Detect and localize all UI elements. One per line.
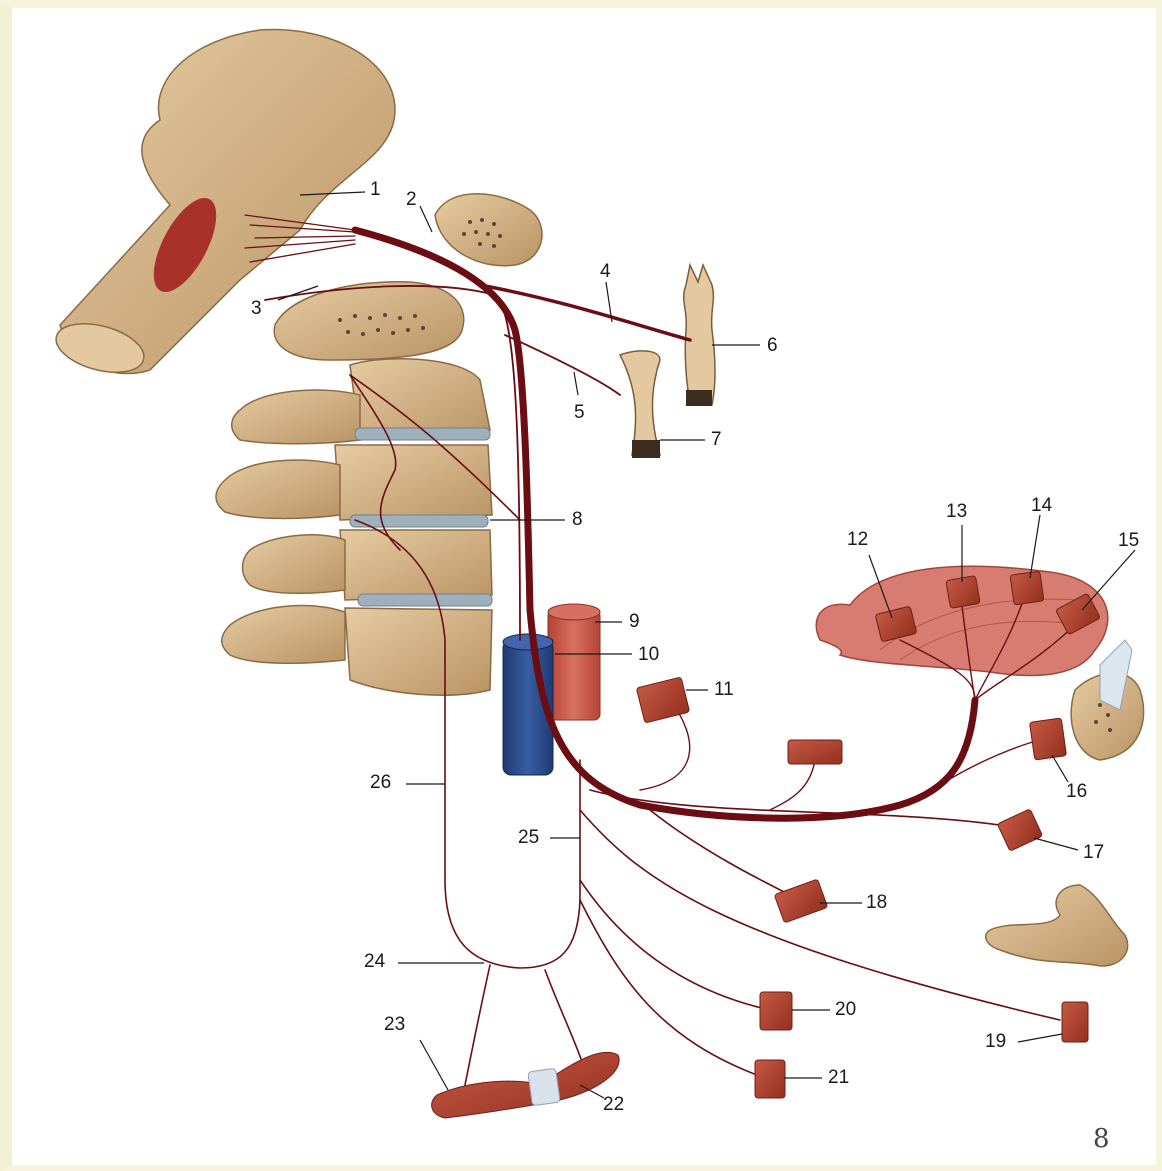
label-4: 4 xyxy=(600,262,611,281)
label-3: 3 xyxy=(251,299,262,318)
label-15: 15 xyxy=(1118,531,1139,550)
label-5: 5 xyxy=(574,403,585,422)
label-26: 26 xyxy=(370,773,391,792)
label-8: 8 xyxy=(572,510,583,529)
vessels xyxy=(503,604,600,775)
larynx-structures xyxy=(620,265,715,458)
vertebral-column xyxy=(216,282,492,695)
skull-base-fragment xyxy=(435,194,542,266)
slide-number: 8 xyxy=(1093,1124,1110,1154)
label-23: 23 xyxy=(384,1015,405,1034)
label-2: 2 xyxy=(406,190,417,209)
label-14: 14 xyxy=(1031,496,1052,515)
label-25: 25 xyxy=(518,828,539,847)
label-20: 20 xyxy=(835,1000,856,1019)
label-24: 24 xyxy=(364,952,385,971)
label-10: 10 xyxy=(638,645,659,664)
hyoid-bone xyxy=(986,885,1128,966)
label-11: 11 xyxy=(714,680,734,699)
label-9: 9 xyxy=(629,612,640,631)
label-18: 18 xyxy=(866,893,887,912)
label-6: 6 xyxy=(767,336,778,355)
label-13: 13 xyxy=(946,502,967,521)
label-17: 17 xyxy=(1083,843,1104,862)
label-21: 21 xyxy=(828,1068,849,1087)
label-12: 12 xyxy=(847,530,868,549)
label-22: 22 xyxy=(603,1095,624,1114)
label-19: 19 xyxy=(985,1032,1006,1051)
label-1: 1 xyxy=(370,180,381,199)
label-16: 16 xyxy=(1066,782,1087,801)
label-7: 7 xyxy=(711,430,722,449)
